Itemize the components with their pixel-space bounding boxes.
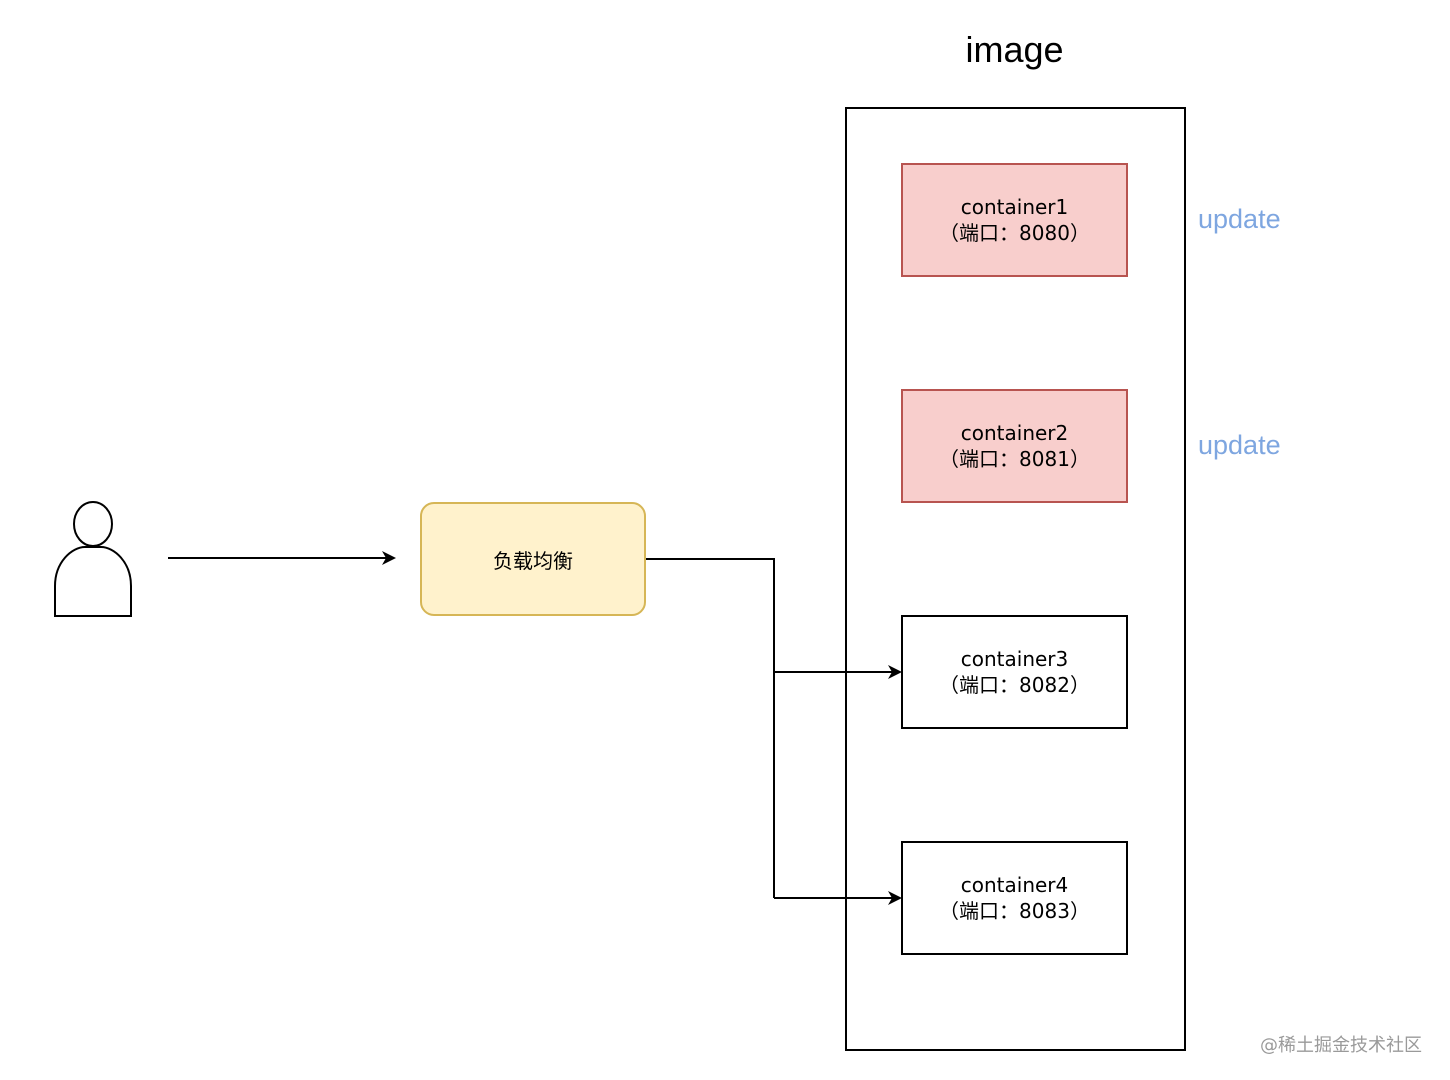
container2-node: container2 （端口：8081） [901, 389, 1128, 503]
watermark-text: @稀土掘金技术社区 [1260, 1035, 1422, 1056]
container3-node: container3 （端口：8082） [901, 615, 1128, 729]
load-balancer-node: 负载均衡 [420, 502, 646, 616]
container1-node: container1 （端口：8080） [901, 163, 1128, 277]
container4-name: container4 [960, 873, 1069, 897]
container1-update-label: update [1198, 204, 1281, 234]
container2-port: （端口：8081） [939, 447, 1090, 471]
container3-port: （端口：8082） [939, 673, 1090, 697]
container2-name: container2 [960, 421, 1069, 445]
load-balancer-label: 负载均衡 [493, 548, 573, 573]
lb-connector-trunk [646, 558, 775, 898]
container1-name: container1 [960, 195, 1069, 219]
container1-port: （端口：8080） [939, 221, 1090, 245]
image-title: image [965, 29, 1064, 70]
image-frame [845, 107, 1186, 1051]
container4-node: container4 （端口：8083） [901, 841, 1128, 955]
user-icon [54, 501, 132, 617]
container2-update-label: update [1198, 430, 1281, 460]
container3-name: container3 [960, 647, 1069, 671]
container4-port: （端口：8083） [939, 899, 1090, 923]
